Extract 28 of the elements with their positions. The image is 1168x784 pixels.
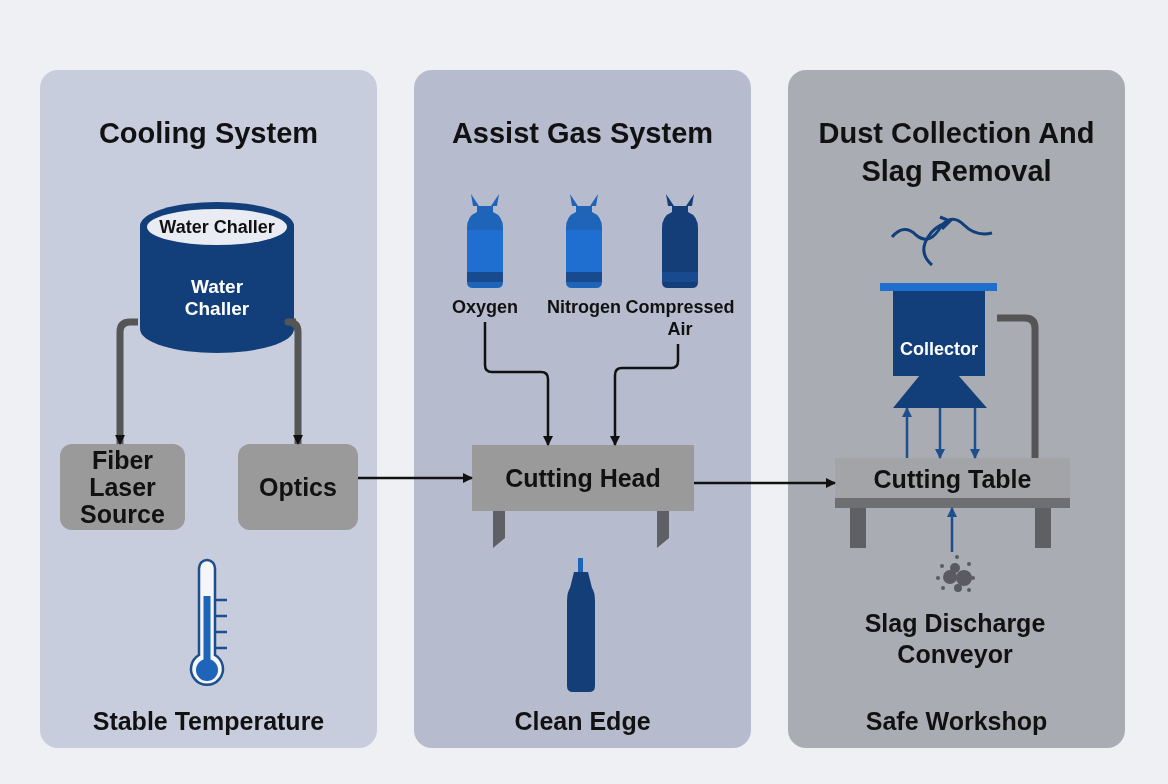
panel-caption: Clean Edge bbox=[513, 707, 652, 736]
arrow bbox=[610, 344, 680, 446]
section-panel bbox=[788, 70, 1125, 748]
arrow bbox=[935, 408, 945, 459]
panel-title: Cooling System bbox=[97, 116, 320, 151]
panel-title: Dust Collection And Slag Removal bbox=[817, 116, 1096, 189]
panel-caption: Safe Workshop bbox=[864, 707, 1049, 736]
tank-label: Water Challer bbox=[183, 276, 251, 320]
section-panel bbox=[40, 70, 377, 748]
section-panel bbox=[414, 70, 751, 748]
process-box: Fiber Laser Source bbox=[60, 444, 185, 530]
panel-caption: Stable Temperature bbox=[91, 707, 326, 736]
arrow bbox=[902, 407, 912, 458]
gas-label: Compressed Air bbox=[624, 296, 736, 340]
gas-label: Oxygen bbox=[451, 296, 519, 318]
arrow bbox=[483, 322, 553, 446]
process-box: Optics bbox=[238, 444, 358, 530]
head-label: Cutting Head bbox=[504, 463, 662, 493]
table-label: Cutting Table bbox=[872, 464, 1033, 494]
tank-label: Water Challer bbox=[158, 216, 276, 238]
arrow bbox=[358, 473, 473, 483]
panel-title: Assist Gas System bbox=[450, 116, 715, 151]
collector-label: Collector bbox=[899, 339, 979, 360]
arrow bbox=[694, 478, 836, 488]
gas-label: Nitrogen bbox=[546, 296, 622, 318]
arrow bbox=[947, 507, 957, 552]
arrow bbox=[115, 318, 138, 445]
conveyor-label: Slag Discharge Conveyor bbox=[863, 608, 1047, 670]
